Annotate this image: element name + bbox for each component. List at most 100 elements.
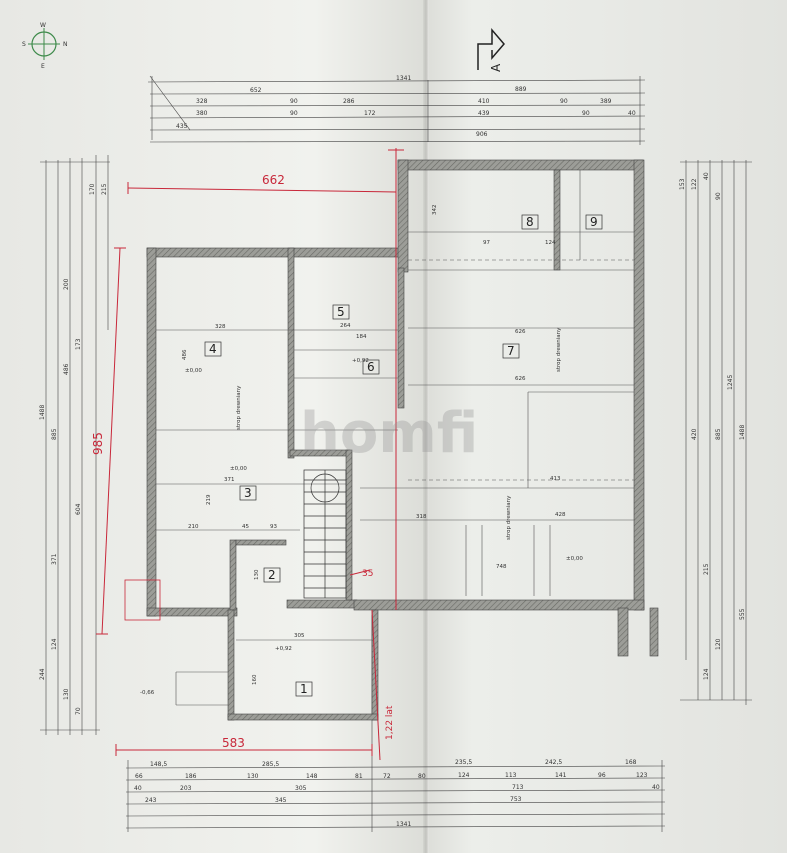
dim-left: 1488 xyxy=(39,405,46,420)
room-dim: ±0,00 xyxy=(185,368,202,374)
dim-bottom: 81 xyxy=(355,773,363,780)
room-label-9: 9 xyxy=(590,215,598,229)
dim-left: 371 xyxy=(51,553,58,565)
handwritten-bottom-span: 583 xyxy=(222,736,245,750)
room-dim: 219 xyxy=(206,494,212,505)
room-dim: 413 xyxy=(550,476,561,482)
dim-right: 124 xyxy=(703,668,710,680)
top-dimension-lines xyxy=(147,75,646,145)
room-label-5: 5 xyxy=(337,305,345,319)
dim-bottom: 242,5 xyxy=(545,759,562,766)
room-dim: +0,92 xyxy=(352,358,369,364)
bottom-dimension-lines xyxy=(125,615,666,832)
dim-bottom: 753 xyxy=(510,796,522,803)
room-label-2: 2 xyxy=(268,568,276,582)
dim-bottom: 148,5 xyxy=(150,761,167,768)
dim-bottom: 40 xyxy=(652,784,660,791)
room-dim: 371 xyxy=(224,477,235,483)
left-dimension-lines xyxy=(40,155,110,735)
dim-bottom: 80 xyxy=(418,773,426,780)
handwritten-top-span: 662 xyxy=(262,173,285,187)
dim-bottom: 168 xyxy=(625,759,637,766)
dim-bottom: 72 xyxy=(383,773,391,780)
dim-bottom: 113 xyxy=(505,772,517,779)
dim-right: 90 xyxy=(715,192,722,200)
room-box xyxy=(585,214,603,230)
room-dim: 160 xyxy=(252,674,258,685)
room-dim: 45 xyxy=(242,524,249,530)
room-dim: 626 xyxy=(515,376,526,382)
room-label-8: 8 xyxy=(526,215,534,229)
dim-top: 435 xyxy=(176,123,188,130)
dim-bottom: 141 xyxy=(555,772,567,779)
room-label-3: 3 xyxy=(244,486,252,500)
dim-bottom: 130 xyxy=(247,773,259,780)
dim-left: 130 xyxy=(63,688,70,700)
dim-top: 90 xyxy=(290,98,298,105)
right-dimension-lines xyxy=(680,160,752,705)
compass-s: S xyxy=(22,41,26,48)
room-dim: 124 xyxy=(545,240,556,246)
room-labels: 4 5 6 7 8 9 3 2 1 xyxy=(204,214,603,697)
room-dim: 626 xyxy=(515,329,526,335)
dim-right: 153 xyxy=(679,178,686,190)
dim-top: 40 xyxy=(628,110,636,117)
red-annotation-text: 662 985 583 35 1,22 lat xyxy=(91,173,395,750)
handwritten-left-span: 985 xyxy=(91,432,105,455)
dim-left: 215 xyxy=(101,183,108,195)
room-dim: -0,66 xyxy=(140,690,155,696)
watermark-logo: homfi xyxy=(300,401,478,466)
compass-icon: W S N E xyxy=(22,22,68,70)
room-dim: 342 xyxy=(432,205,438,216)
dim-left: 244 xyxy=(39,668,46,680)
room-dim: ±0,00 xyxy=(230,466,247,472)
dim-left: 486 xyxy=(63,363,70,375)
dim-top: 889 xyxy=(515,86,527,93)
dim-left: 70 xyxy=(75,707,82,715)
room-box xyxy=(521,214,539,230)
room-label-4: 4 xyxy=(209,342,217,356)
dim-bottom: 345 xyxy=(275,797,287,804)
dim-left: 170 xyxy=(89,183,96,195)
dim-left: 885 xyxy=(51,428,58,440)
dim-top-total: 1341 xyxy=(396,75,411,82)
room-box xyxy=(295,681,313,697)
dim-bottom: 66 xyxy=(135,773,143,780)
dim-bottom: 148 xyxy=(306,773,318,780)
dim-top: 389 xyxy=(600,98,612,105)
section-marker-label: A xyxy=(489,63,503,72)
dim-bottom: 243 xyxy=(145,797,157,804)
room-dim: 486 xyxy=(182,349,188,360)
handwritten-small-note: 35 xyxy=(362,569,373,579)
room-dim: 748 xyxy=(496,564,507,570)
room-box xyxy=(263,567,281,583)
interior-lines xyxy=(156,170,634,706)
dim-bottom: 124 xyxy=(458,772,470,779)
dim-right: 40 xyxy=(703,172,710,180)
room-dim: 328 xyxy=(215,324,226,330)
dim-right: 555 xyxy=(739,608,746,620)
room-dim: strop drewniany xyxy=(556,327,562,372)
left-dimension-values: 1488 885 371 604 244 124 130 70 200 170 … xyxy=(39,183,108,715)
room-dim: 184 xyxy=(356,334,367,340)
staircase xyxy=(303,469,347,599)
compass-n: N xyxy=(63,41,68,48)
dim-top: 652 xyxy=(250,87,262,94)
room-dim: ±0,00 xyxy=(566,556,583,562)
dim-top: 90 xyxy=(582,110,590,117)
room-dimensions: 328 486 264 184 +0,92 626 626 342 97 124… xyxy=(140,205,583,697)
dim-top: 439 xyxy=(478,110,490,117)
dim-top: 172 xyxy=(364,110,376,117)
compass-w: W xyxy=(40,22,46,29)
dim-right: 420 xyxy=(691,428,698,440)
dim-right: 1245 xyxy=(727,375,734,390)
dim-bottom: 713 xyxy=(512,784,524,791)
dim-bottom: 235,5 xyxy=(455,759,472,766)
room-box xyxy=(239,485,257,501)
dim-bottom: 186 xyxy=(185,773,197,780)
dim-top: 90 xyxy=(560,98,568,105)
dim-right: 885 xyxy=(715,428,722,440)
section-marker: A xyxy=(477,27,505,72)
dim-left: 173 xyxy=(75,338,82,350)
